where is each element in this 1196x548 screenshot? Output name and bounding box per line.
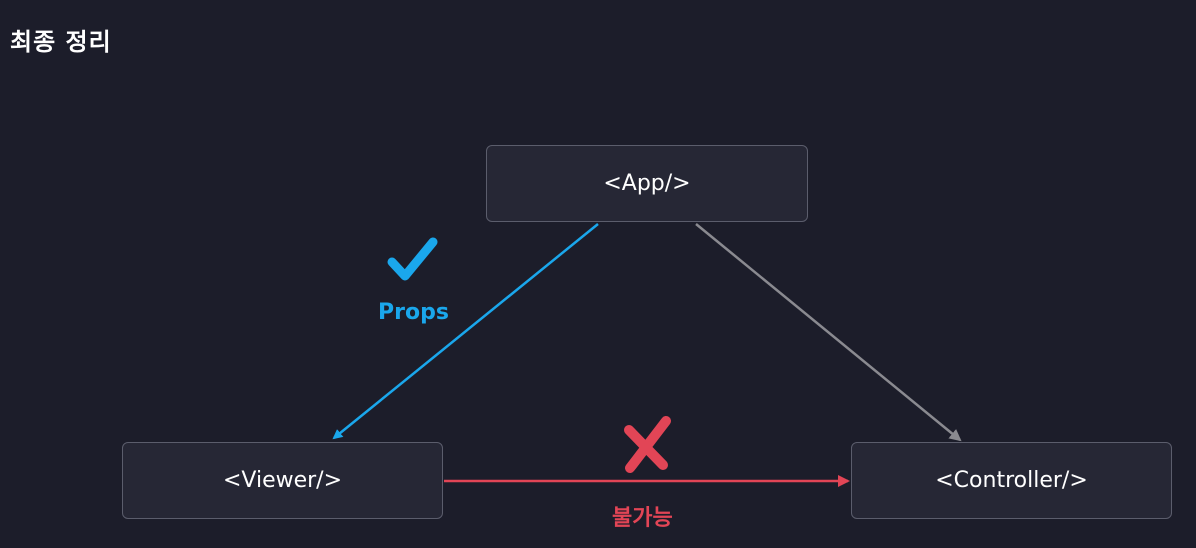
app-node: <App/> (486, 145, 808, 222)
page-title: 최종 정리 (10, 28, 112, 56)
cross-icon (624, 416, 671, 473)
edge-app-to-viewer (332, 223, 599, 440)
viewer-node: <Viewer/> (122, 442, 443, 519)
props-label: Props (378, 300, 449, 325)
edge-app-to-controller (695, 223, 962, 442)
controller-node: <Controller/> (851, 442, 1172, 519)
checkmark-icon (387, 237, 438, 281)
impossible-label: 불가능 (612, 506, 673, 531)
